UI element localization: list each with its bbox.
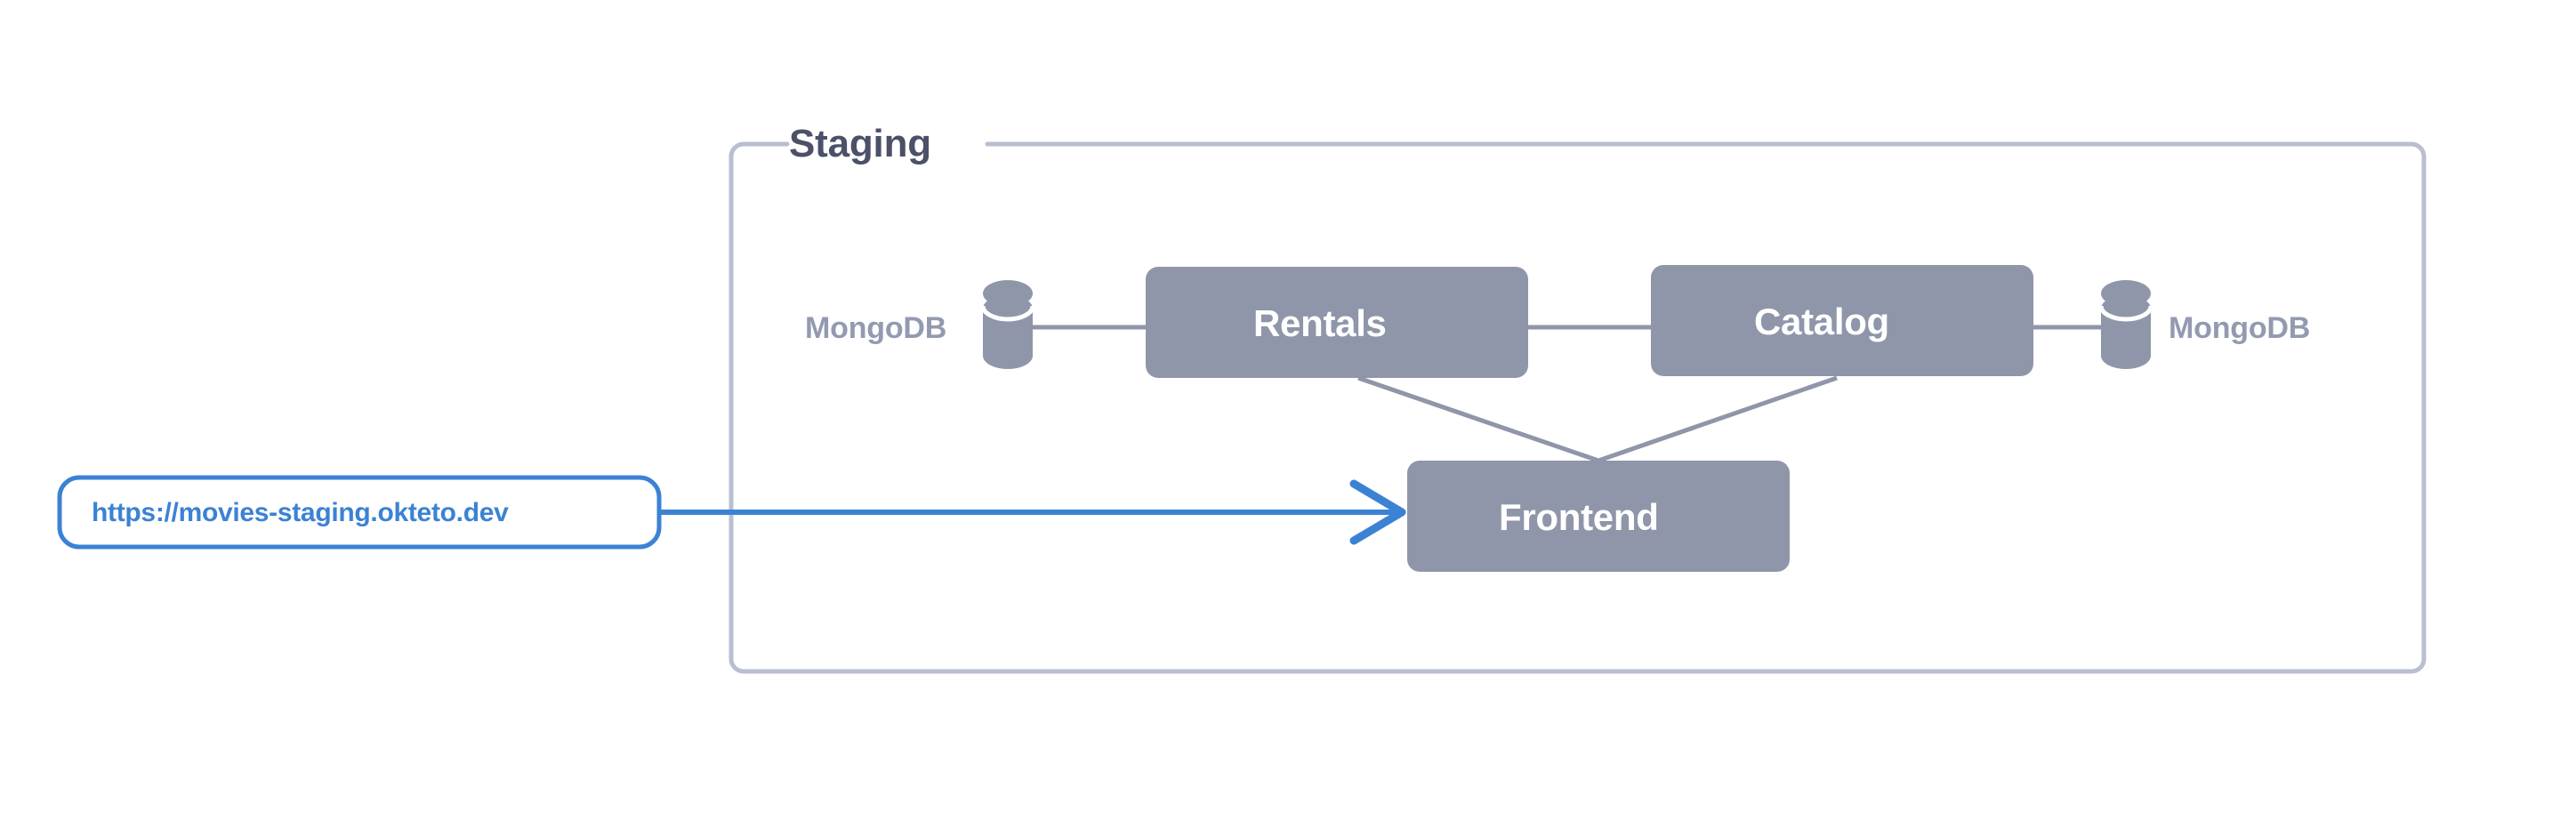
endpoint-url-link[interactable] [60,478,659,547]
node-box-frontend [1407,461,1790,572]
staging-group-title: Staging [789,122,931,165]
staging-group-border [729,141,2427,674]
connector-rentals-frontend [1357,375,1599,463]
node-box-catalog [1651,265,2033,376]
mongodb-right-cylinder-icon [2098,280,2153,369]
staging-group-region [731,144,2424,671]
node-box-rentals [1146,267,1528,378]
mongodb-left-label: MongoDB [805,311,947,345]
node-label-rentals: Rentals [1253,302,1387,344]
connectors [1032,325,2126,463]
node-label-frontend: Frontend [1499,496,1659,538]
connector-catalog-frontend [1598,375,1838,463]
mongodb-left-cylinder-icon [980,280,1035,369]
node-label-catalog: Catalog [1754,301,1889,342]
endpoint-arrow [659,479,1406,545]
endpoint-url-text[interactable]: https://movies-staging.okteto.dev [92,498,509,527]
mongodb-right-label: MongoDB [2169,311,2311,345]
